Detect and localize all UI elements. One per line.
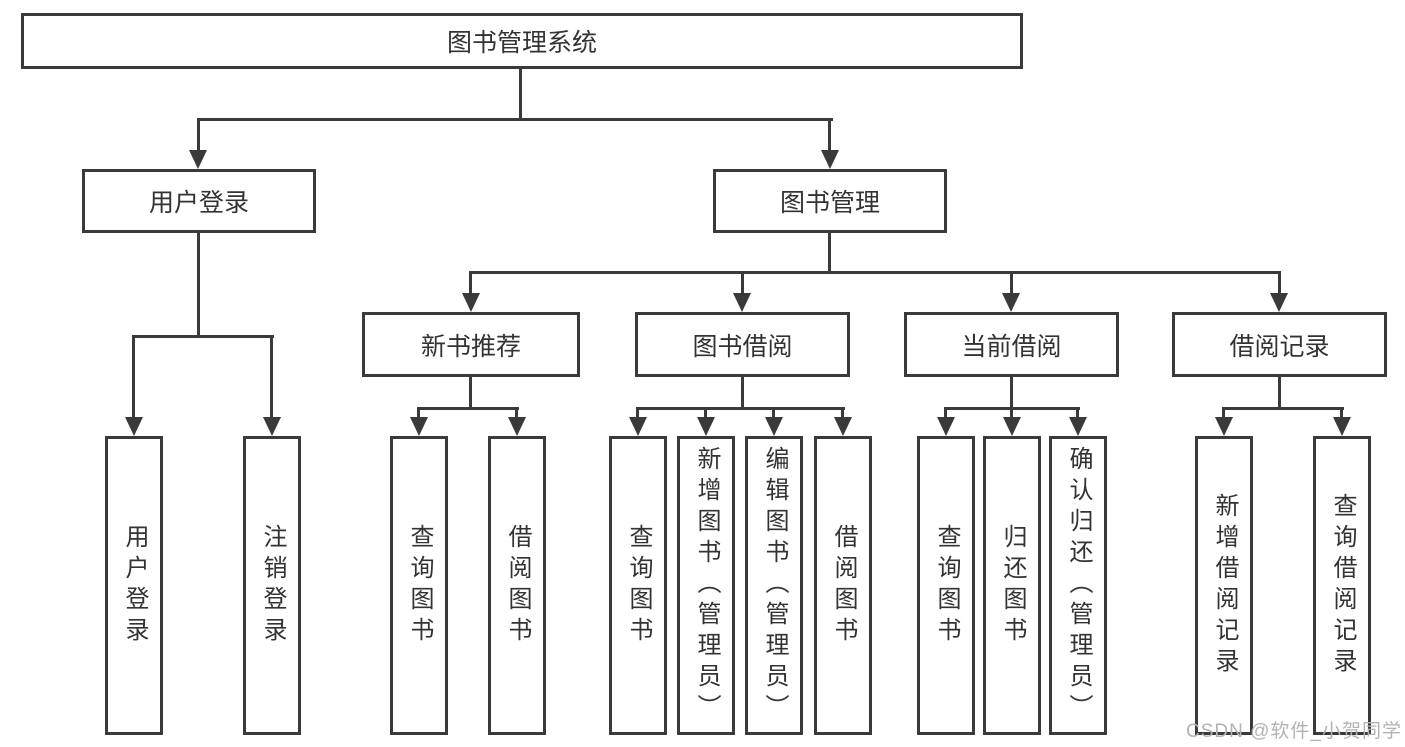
node-new-book-recommend-label: 新书推荐 — [420, 332, 521, 361]
connector-vline — [469, 377, 472, 410]
node-root: 图书管理系统 — [21, 13, 1023, 69]
connector-arrow-stem — [515, 407, 518, 419]
arrowhead-icon — [629, 417, 647, 436]
connector-vline — [197, 233, 200, 338]
leaf-return-book-label: 归还图书 — [999, 523, 1026, 648]
node-user-login: 用户登录 — [82, 169, 316, 233]
node-current-borrowing: 当前借阅 — [904, 312, 1119, 377]
arrowhead-icon — [1002, 293, 1020, 312]
leaf-return-book: 归还图书 — [983, 436, 1041, 735]
node-root-label: 图书管理系统 — [446, 29, 597, 57]
connector-hline — [197, 118, 833, 121]
connector-hline — [417, 407, 519, 410]
leaf-query-borrow-record-label: 查询借阅记录 — [1329, 492, 1356, 679]
leaf-borrow-book-borrowing-label: 借阅图书 — [830, 523, 857, 648]
node-book-management-label: 图书管理 — [779, 189, 880, 217]
arrowhead-icon — [765, 417, 783, 436]
leaf-add-borrow-record: 新增借阅记录 — [1195, 436, 1253, 735]
connector-arrow-stem — [841, 407, 844, 419]
arrowhead-icon — [834, 417, 852, 436]
connector-arrow-stem — [1010, 271, 1013, 295]
leaf-query-book-borrowing-label: 查询图书 — [625, 523, 652, 648]
connector-arrow-stem — [1222, 407, 1225, 419]
node-borrowing-records-label: 借阅记录 — [1229, 332, 1330, 361]
leaf-query-book-current-label: 查询图书 — [933, 523, 960, 648]
leaf-borrow-book-recommend: 借阅图书 — [488, 436, 546, 735]
connector-arrow-stem — [944, 407, 947, 419]
connector-arrow-stem — [828, 118, 831, 152]
node-book-borrowing: 图书借阅 — [635, 312, 850, 377]
connector-hline — [1222, 407, 1344, 410]
leaf-confirm-return-admin: 确认归还（管理员） — [1049, 436, 1107, 735]
connector-arrow-stem — [197, 118, 200, 152]
connector-arrow-stem — [270, 335, 273, 419]
connector-arrow-stem — [417, 407, 420, 419]
arrowhead-icon — [508, 417, 526, 436]
leaf-edit-book-admin-label: 编辑图书（管理员） — [761, 446, 788, 725]
leaf-confirm-return-admin-label: 确认归还（管理员） — [1065, 446, 1092, 725]
arrowhead-icon — [1215, 417, 1233, 436]
leaf-borrow-book-borrowing: 借阅图书 — [814, 436, 872, 735]
connector-vline — [519, 69, 522, 121]
connector-arrow-stem — [469, 271, 472, 295]
arrowhead-icon — [462, 293, 480, 312]
node-new-book-recommend: 新书推荐 — [362, 312, 580, 377]
arrowhead-icon — [410, 417, 428, 436]
csdn-watermark: CSDN @软件_小贺同学 — [1186, 721, 1402, 742]
connector-vline — [828, 233, 831, 274]
node-current-borrowing-label: 当前借阅 — [961, 332, 1062, 361]
node-book-management: 图书管理 — [713, 169, 947, 233]
arrowhead-icon — [1270, 293, 1288, 312]
arrowhead-icon — [697, 417, 715, 436]
connector-arrow-stem — [772, 407, 775, 419]
connector-vline — [1010, 377, 1013, 410]
arrowhead-icon — [189, 150, 207, 169]
node-user-login-label: 用户登录 — [148, 189, 249, 217]
connector-arrow-stem — [1010, 407, 1013, 419]
connector-vline — [1278, 377, 1281, 410]
connector-arrow-stem — [132, 335, 135, 419]
arrowhead-icon — [937, 417, 955, 436]
connector-hline — [636, 407, 845, 410]
connector-arrow-stem — [1340, 407, 1343, 419]
leaf-add-borrow-record-label: 新增借阅记录 — [1211, 492, 1238, 679]
connector-vline — [741, 377, 744, 410]
connector-hline — [469, 271, 1281, 274]
leaf-add-book-admin-label: 新增图书（管理员） — [693, 446, 720, 725]
leaf-query-borrow-record: 查询借阅记录 — [1313, 436, 1371, 735]
leaf-logout-label: 注销登录 — [259, 523, 286, 648]
node-book-borrowing-label: 图书借阅 — [692, 332, 793, 361]
arrowhead-icon — [821, 150, 839, 169]
connector-arrow-stem — [636, 407, 639, 419]
leaf-edit-book-admin: 编辑图书（管理员） — [745, 436, 803, 735]
connector-arrow-stem — [741, 271, 744, 295]
leaf-logout: 注销登录 — [243, 436, 301, 735]
leaf-query-book-recommend: 查询图书 — [390, 436, 448, 735]
arrowhead-icon — [1333, 417, 1351, 436]
leaf-query-book-current: 查询图书 — [917, 436, 975, 735]
connector-arrow-stem — [1278, 271, 1281, 295]
leaf-borrow-book-recommend-label: 借阅图书 — [504, 523, 531, 648]
arrowhead-icon — [263, 417, 281, 436]
connector-arrow-stem — [704, 407, 707, 419]
connector-arrow-stem — [1076, 407, 1079, 419]
arrowhead-icon — [125, 417, 143, 436]
arrowhead-icon — [1003, 417, 1021, 436]
node-borrowing-records: 借阅记录 — [1172, 312, 1387, 377]
arrowhead-icon — [733, 293, 751, 312]
arrowhead-icon — [1069, 417, 1087, 436]
leaf-user-login-label: 用户登录 — [121, 523, 148, 648]
leaf-query-book-recommend-label: 查询图书 — [406, 523, 433, 648]
leaf-add-book-admin: 新增图书（管理员） — [677, 436, 735, 735]
leaf-query-book-borrowing: 查询图书 — [609, 436, 667, 735]
connector-hline — [132, 335, 274, 338]
leaf-user-login: 用户登录 — [105, 436, 163, 735]
